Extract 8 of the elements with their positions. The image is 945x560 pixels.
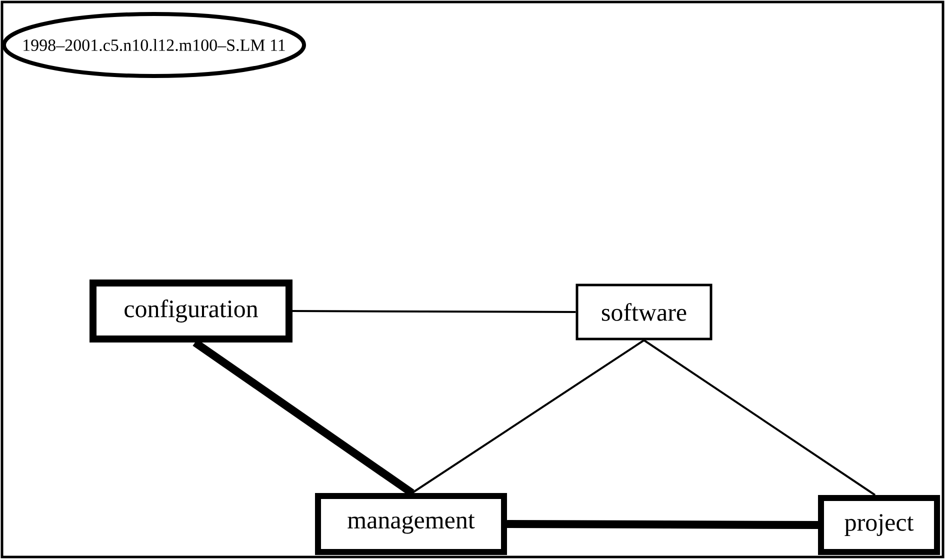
term-box: project	[818, 495, 940, 555]
term-box: configuration	[90, 280, 292, 342]
term-box: management	[315, 493, 507, 555]
connector-line	[507, 520, 818, 529]
connector-line	[411, 339, 645, 494]
connector-line	[292, 310, 576, 313]
term-box: software	[576, 284, 712, 340]
connector-line	[643, 339, 876, 496]
